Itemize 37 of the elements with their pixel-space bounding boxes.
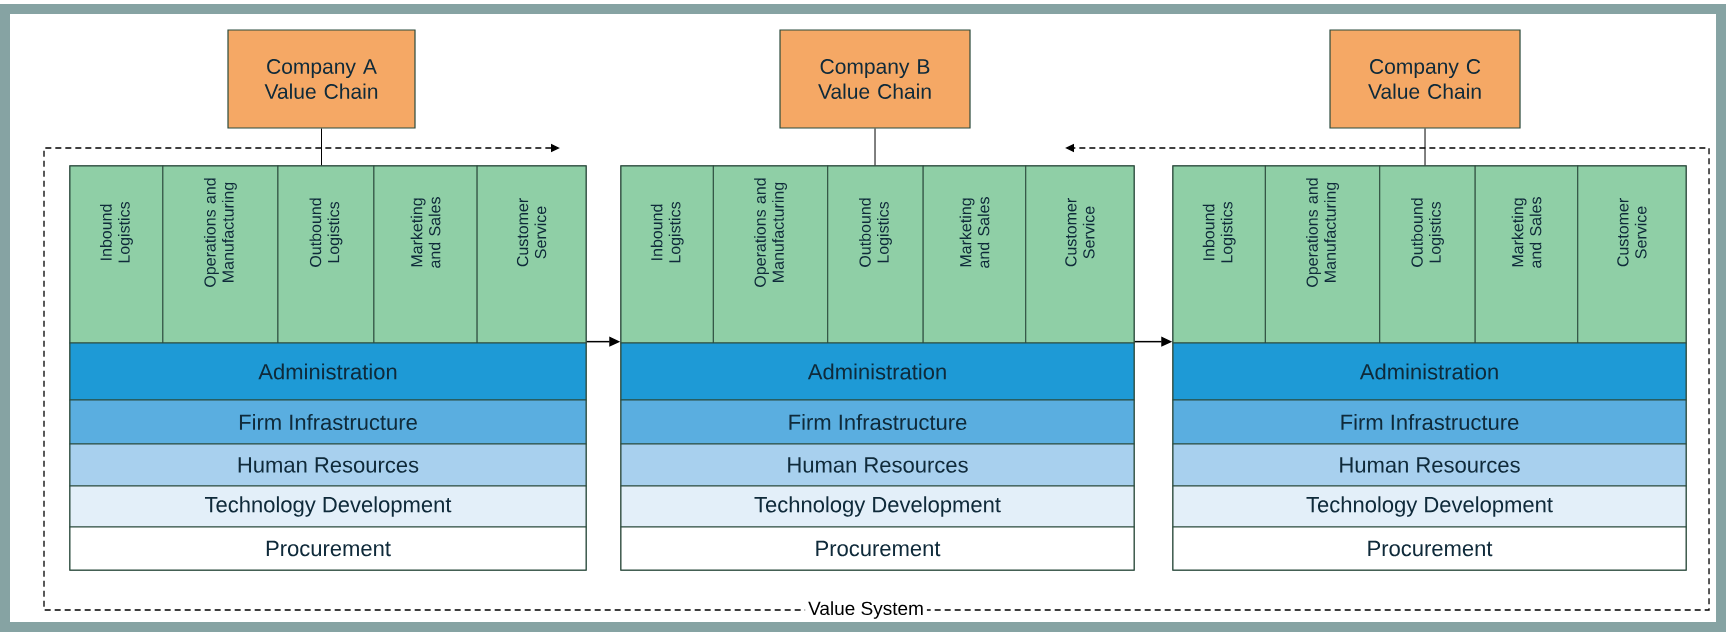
- support-band: Firm Infrastructure: [69, 399, 587, 445]
- activity-cell: Operations and Manufacturing: [1264, 165, 1381, 344]
- activity-cell: Customer Service: [1025, 165, 1135, 344]
- support-band: Technology Development: [69, 485, 587, 528]
- activity-cell: Customer Service: [1577, 165, 1687, 344]
- connector-line: [1424, 128, 1426, 166]
- company-box: Company A Value Chain: [227, 29, 416, 129]
- support-band: Technology Development: [620, 485, 1135, 528]
- company-box: Company B Value Chain: [779, 29, 971, 129]
- activity-cell: Marketing and Sales: [1474, 165, 1579, 344]
- activity-cell: Outbound Logistics: [827, 165, 924, 344]
- support-band: Human Resources: [620, 443, 1135, 487]
- activity-cell: Customer Service: [476, 165, 587, 344]
- node-label: Value System: [808, 601, 923, 619]
- support-band: Procurement: [69, 526, 587, 571]
- support-band: Human Resources: [1172, 443, 1687, 487]
- support-band: Technology Development: [1172, 485, 1687, 528]
- support-band: Administration: [1172, 342, 1687, 401]
- support-band: Administration: [620, 342, 1135, 401]
- company-box: Company C Value Chain: [1329, 29, 1521, 129]
- activity-cell: Marketing and Sales: [373, 165, 478, 344]
- activity-cell: Outbound Logistics: [277, 165, 375, 344]
- support-band: Firm Infrastructure: [620, 399, 1135, 445]
- support-band: Firm Infrastructure: [1172, 399, 1687, 445]
- support-band: Human Resources: [69, 443, 587, 487]
- connector-line: [874, 128, 876, 166]
- connector-line: [321, 128, 322, 166]
- activity-cell: Inbound Logistics: [69, 165, 164, 344]
- activity-cell: Operations and Manufacturing: [162, 165, 279, 344]
- support-band: Administration: [69, 342, 587, 401]
- support-band: Procurement: [1172, 526, 1687, 571]
- activity-cell: Operations and Manufacturing: [712, 165, 829, 344]
- activity-cell: Inbound Logistics: [1172, 165, 1266, 344]
- activity-cell: Outbound Logistics: [1379, 165, 1476, 344]
- activity-cell: Marketing and Sales: [922, 165, 1027, 344]
- activity-cell: Inbound Logistics: [620, 165, 714, 344]
- support-band: Procurement: [620, 526, 1135, 571]
